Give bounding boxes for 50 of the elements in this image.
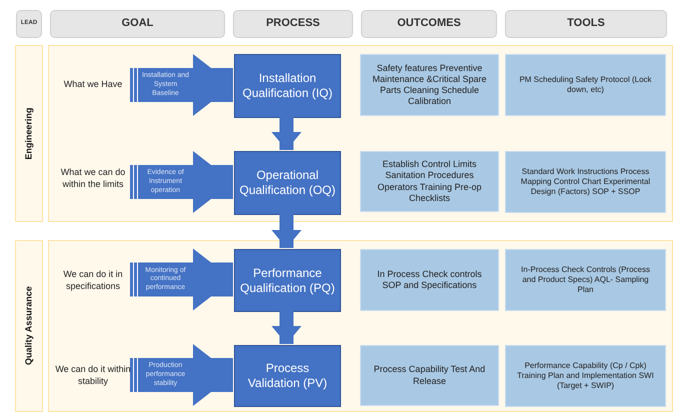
column-header bbox=[361, 10, 497, 38]
goal-text: We can do it within stability bbox=[55, 364, 131, 388]
down-arrow bbox=[272, 117, 302, 150]
header-text: TOOLS bbox=[567, 17, 605, 31]
process-title: Operational Qualification (OQ) bbox=[238, 168, 337, 198]
column-header bbox=[233, 10, 353, 38]
process-box bbox=[234, 151, 341, 215]
process-title: Installation Qualification (IQ) bbox=[241, 71, 334, 101]
down-arrow bbox=[272, 214, 302, 248]
cell-text: Establish Control Limits Sanitation Procedures Operators Training Pre-op Checklists bbox=[376, 159, 483, 204]
outcome-box bbox=[360, 345, 499, 406]
tool-box bbox=[505, 249, 666, 311]
cell-text: In-Process Check Controls (Process and Product Specs) AQL- Sampling Plan bbox=[520, 265, 651, 295]
cell-text: Safety features Preventive Maintenance &Critical Spare Parts Cleaning Schedule Calibration bbox=[371, 62, 488, 108]
block-arrow bbox=[130, 151, 233, 213]
outcome-box bbox=[360, 151, 499, 212]
lane-panel bbox=[48, 240, 673, 412]
column-header bbox=[505, 10, 667, 38]
lane-header bbox=[15, 240, 43, 412]
process-box bbox=[234, 249, 341, 312]
tool-box bbox=[505, 54, 666, 116]
header-text: OUTCOMES bbox=[397, 17, 461, 31]
lane-title: Quality Assurance bbox=[23, 286, 34, 366]
process-box bbox=[234, 54, 341, 118]
lane-panel bbox=[48, 45, 673, 222]
column-header bbox=[50, 10, 225, 38]
cell-text: Standard Work Instructions Process Mapping Control Chart Experimental Design (Factors) SOP + SSOP bbox=[520, 167, 652, 197]
goal-text: What we can do within the limits bbox=[55, 161, 131, 197]
cell-text: PM Scheduling Safety Protocol (Lock down, etc) bbox=[518, 75, 653, 95]
goal-text: What we Have bbox=[55, 73, 131, 97]
block-arrow bbox=[130, 248, 233, 310]
header-text: GOAL bbox=[122, 17, 154, 31]
lane-header bbox=[15, 45, 43, 222]
goal-text: We can do it in specifications bbox=[55, 269, 131, 293]
down-arrow bbox=[272, 311, 302, 344]
outcome-box bbox=[360, 54, 499, 116]
process-box bbox=[234, 345, 341, 407]
tool-box bbox=[505, 151, 666, 213]
cell-text: Performance Capability (Cp / Cpk) Training Plan and Implementation SWI (Target + SWIP) bbox=[516, 361, 655, 391]
cell-text: In Process Check controls SOP and Specifications bbox=[376, 268, 483, 292]
cell-text: Process Capability Test And Release bbox=[372, 364, 486, 387]
tool-box bbox=[505, 345, 666, 407]
block-arrow bbox=[130, 344, 233, 406]
process-title: Performance Qualification (PQ) bbox=[239, 266, 336, 296]
process-title: Process Validation (PV) bbox=[246, 361, 328, 391]
block-arrow bbox=[130, 54, 233, 116]
header-text: PROCESS bbox=[266, 17, 320, 31]
outcome-box bbox=[360, 249, 499, 311]
lane-title: Engineering bbox=[23, 108, 34, 160]
column-header bbox=[16, 10, 42, 38]
